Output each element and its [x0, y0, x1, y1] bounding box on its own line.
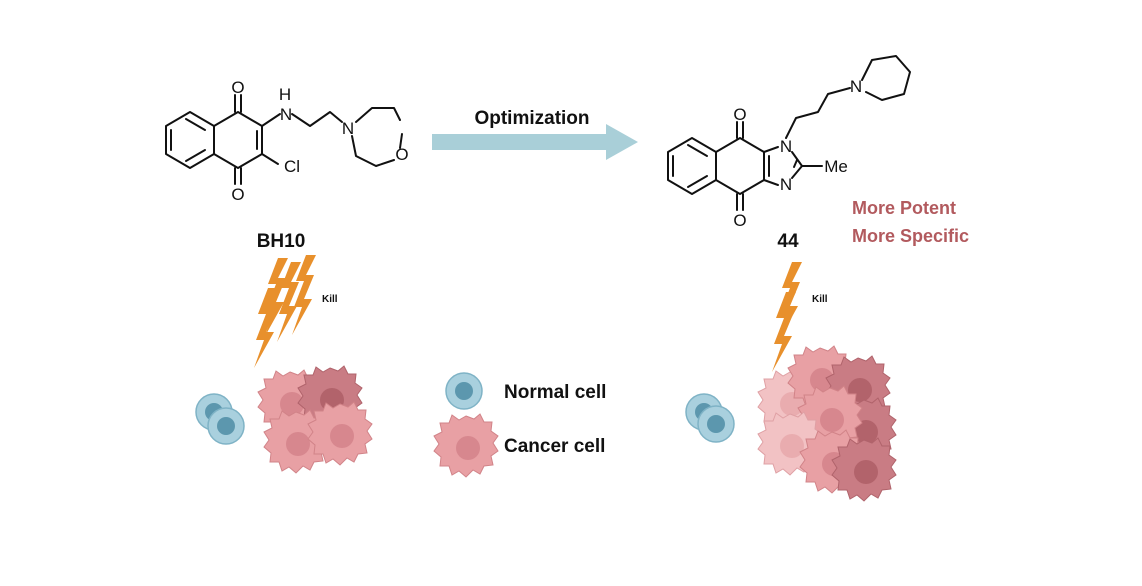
kill-label-right: Kill [812, 294, 828, 305]
lightning-bolt-icon [772, 292, 796, 372]
normal-cell-icon [207, 407, 245, 445]
benefit-more-potent: More Potent [852, 198, 956, 218]
benefit-more-specific: More Specific [852, 226, 969, 246]
cancer-cell-icon [831, 437, 897, 502]
compound-44-atom-labels: O O N N Me N [733, 77, 862, 230]
normal-cells-right [685, 393, 735, 443]
c44-n-piperidine: N [850, 77, 862, 96]
optimization-label: Optimization [474, 108, 589, 129]
lightning-bolts-left [254, 255, 316, 368]
normal-cell-icon [697, 405, 735, 443]
c44-n3: N [780, 175, 792, 194]
c44-o-bottom: O [733, 211, 746, 230]
bh10-o-bottom: O [231, 185, 244, 204]
bh10-cl: Cl [284, 157, 300, 176]
cancer-cells-left [257, 365, 373, 474]
bh10-o-morpholine: O [395, 145, 408, 164]
bh10-structure [165, 94, 403, 185]
compound-44-structure [667, 55, 911, 211]
legend: Normal cell Cancer cell [433, 372, 606, 478]
bh10-o-top: O [231, 78, 244, 97]
legend-cancer-label: Cancer cell [504, 436, 605, 457]
bh10-n-amine: N [280, 105, 292, 124]
c44-n1: N [780, 137, 792, 156]
legend-normal-label: Normal cell [504, 382, 606, 403]
legend-cancer-cell-icon [433, 413, 499, 478]
compound-label-bh10: BH10 [257, 231, 306, 252]
kill-label-left: Kill [322, 294, 338, 305]
bh10-atom-labels: O O H N N O Cl [231, 78, 408, 204]
legend-normal-cell-icon [445, 372, 483, 410]
bh10-h: H [279, 85, 291, 104]
compound-label-44: 44 [777, 231, 799, 252]
normal-cells-left [195, 393, 245, 445]
cancer-cells-right [757, 345, 897, 502]
c44-me: Me [824, 157, 848, 176]
c44-o-top: O [733, 105, 746, 124]
optimization-arrow [432, 124, 638, 160]
bh10-n-morpholine: N [342, 119, 354, 138]
